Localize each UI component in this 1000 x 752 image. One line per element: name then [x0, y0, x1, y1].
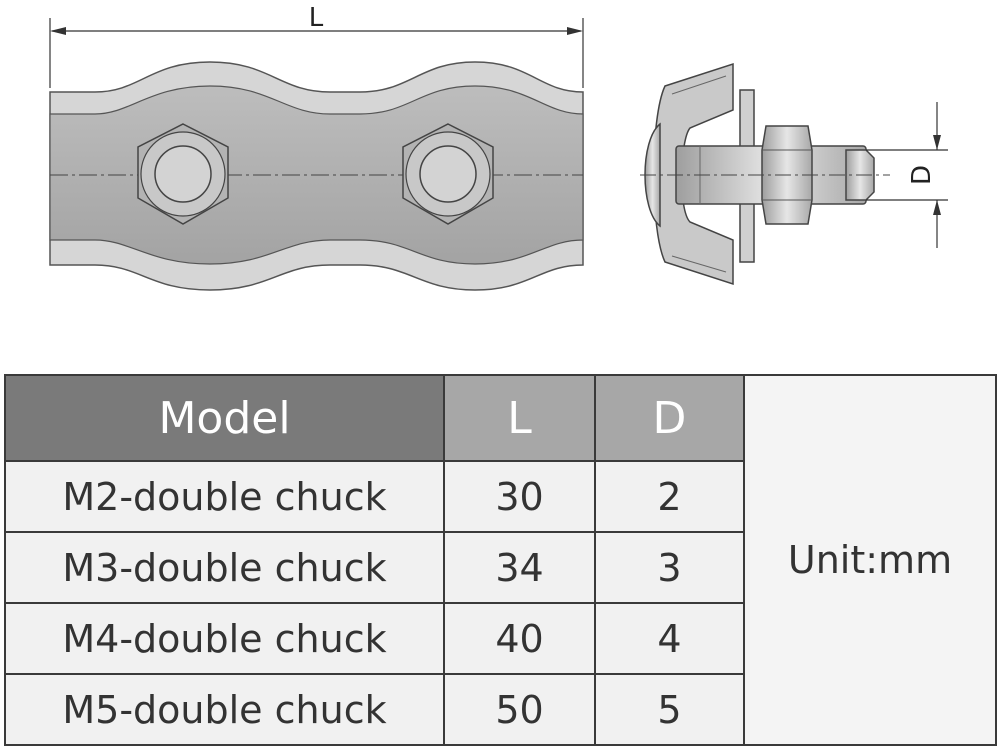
- clamp-technical-drawing: L: [49, 2, 948, 291]
- cell-model: M3-double chuck: [4, 531, 445, 604]
- cell-diameter: 4: [594, 602, 745, 675]
- table-row: M4-double chuck 40 4: [4, 602, 996, 675]
- cell-diameter: 2: [594, 460, 745, 533]
- diameter-label: D: [907, 165, 937, 185]
- cell-model: M2-double chuck: [4, 460, 445, 533]
- unit-note: Unit:mm: [743, 374, 997, 746]
- cell-model: M4-double chuck: [4, 602, 445, 675]
- header-diameter: D: [594, 374, 745, 462]
- clamp-side-view: [640, 62, 890, 286]
- length-dimension: L: [49, 2, 584, 88]
- table-header-row: Model L D Unit:mm: [4, 374, 997, 746]
- spec-table: Model L D Unit:mm M2-double chuck 30 2 M…: [4, 374, 997, 746]
- cell-diameter: 5: [594, 673, 745, 746]
- length-label: L: [309, 3, 324, 33]
- cell-length: 30: [443, 460, 596, 533]
- table-row: M3-double chuck 34 3: [4, 531, 996, 604]
- cell-model: M5-double chuck: [4, 673, 445, 746]
- cell-length: 40: [443, 602, 596, 675]
- bolt-head-left: [137, 123, 229, 225]
- table-row: M2-double chuck 30 2: [4, 460, 996, 533]
- cell-diameter: 3: [594, 531, 745, 604]
- table-row: M5-double chuck 50 5: [4, 673, 996, 746]
- cell-length: 50: [443, 673, 596, 746]
- diameter-dimension: D: [866, 102, 948, 248]
- cell-length: 34: [443, 531, 596, 604]
- bolt-head-right: [402, 123, 494, 225]
- header-length: L: [443, 374, 596, 462]
- clamp-front-view: [49, 61, 584, 291]
- header-model: Model: [4, 374, 445, 462]
